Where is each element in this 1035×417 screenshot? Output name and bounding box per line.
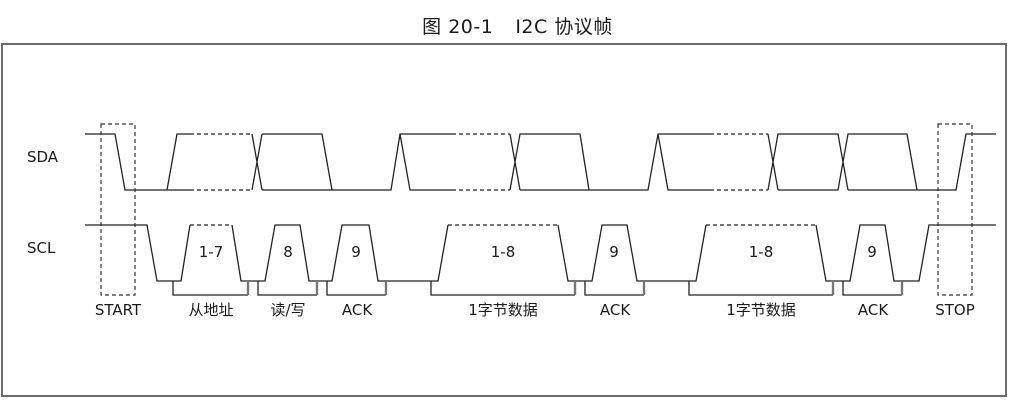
sda-ack-1 — [332, 133, 415, 191]
scl-pulse-1-8-b — [815, 224, 996, 282]
pulse-label-rw: 8 — [283, 243, 293, 261]
sda-data1-dashed — [452, 133, 510, 191]
sda-data1-end — [509, 133, 590, 191]
start-condition-box — [100, 123, 136, 296]
sda-data2-dashed — [710, 133, 768, 191]
sda-data2-end — [767, 133, 918, 191]
segment-label-data-2: 1字节数据 — [726, 301, 796, 319]
stop-label: STOP — [935, 301, 975, 319]
figure-caption: 图 20-1 I2C 协议帧 — [0, 12, 1035, 39]
pulse-label-address: 1-7 — [199, 243, 224, 261]
start-label: START — [95, 301, 142, 319]
diagram-frame — [1, 43, 1007, 397]
clock-pulse-labels: 1-7 8 9 1-8 9 1-8 9 — [199, 243, 877, 261]
sda-waveform — [85, 133, 996, 191]
caption-title: I2C 协议帧 — [515, 16, 613, 38]
sda-stop-rise — [848, 133, 996, 191]
segment-label-ack-2: ACK — [600, 301, 631, 319]
segment-labels: 从地址 读/写 ACK 1字节数据 ACK 1字节数据 ACK — [188, 301, 889, 319]
pulse-label-ack-2: 9 — [609, 243, 619, 261]
bracket-rw — [257, 281, 317, 296]
segment-brackets — [172, 281, 904, 296]
scl-idle-start — [85, 224, 191, 282]
sda-address-block — [166, 133, 190, 191]
segment-label-ack-3: ACK — [858, 301, 889, 319]
caption-number: 图 20-1 — [422, 16, 494, 38]
sda-rw-bit — [262, 133, 333, 191]
pulse-label-data-1: 1-8 — [491, 243, 516, 261]
segment-label-data-1: 1字节数据 — [468, 301, 538, 319]
bracket-ack-2 — [584, 281, 644, 296]
sda-address-end — [251, 133, 263, 191]
pulse-label-ack-3: 9 — [867, 243, 877, 261]
sda-label: SDA — [27, 148, 59, 166]
pulse-label-data-2: 1-8 — [749, 243, 774, 261]
segment-label-ack-1: ACK — [342, 301, 373, 319]
pulse-label-ack-1: 9 — [351, 243, 361, 261]
bracket-ack-3 — [842, 281, 902, 296]
scl-label: SCL — [27, 239, 56, 257]
sda-start-fall — [85, 133, 167, 191]
bracket-data-2 — [688, 281, 833, 296]
scl-pulse-1-7 — [231, 224, 449, 282]
sda-data1-start — [399, 133, 452, 191]
bracket-ack-1 — [326, 281, 386, 296]
segment-label-rw: 读/写 — [270, 301, 305, 319]
bracket-address — [172, 281, 248, 296]
sda-data2-start — [657, 133, 710, 191]
segment-label-address: 从地址 — [188, 301, 233, 319]
scl-pulse-1-8-a — [557, 224, 707, 282]
bracket-data-1 — [430, 281, 575, 296]
scl-waveform — [85, 224, 996, 282]
stop-condition-box — [937, 123, 973, 296]
sda-ack-2 — [589, 133, 673, 191]
sda-address-dashed — [190, 133, 252, 191]
